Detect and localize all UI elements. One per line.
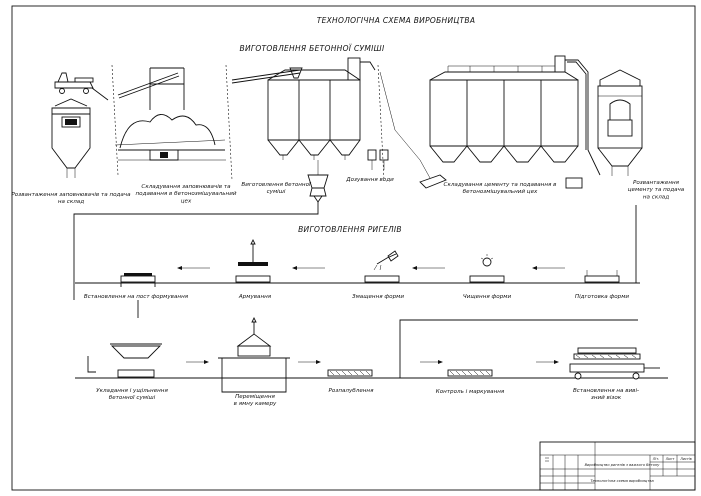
arrow-bottom-1 <box>186 360 209 364</box>
transport-cart-icon <box>569 347 660 380</box>
page-title: ТЕХНОЛОГІЧНА СХЕМА ВИРОБНИЦТВА <box>317 16 476 25</box>
arrow-middle-2 <box>292 266 325 270</box>
divider-2 <box>225 64 233 181</box>
reinforcement-icon <box>235 238 271 283</box>
cement-silo-icon <box>597 69 643 176</box>
stamp-col-sheet: Лист <box>665 457 676 461</box>
label-reinforcement: Армування <box>238 294 272 300</box>
stamp-col-lit: Літ. <box>652 457 660 461</box>
divider-1 <box>111 64 119 176</box>
label-water-dosing: Дозування води <box>345 177 394 183</box>
section-title-rigel: ВИГОТОВЛЕННЯ РИГЕЛІВ <box>298 225 402 234</box>
stamp-col-sheets: Листів <box>679 457 692 461</box>
concrete-mixer-icon <box>307 160 329 203</box>
arrow-middle-3 <box>412 266 445 270</box>
cement-pump-icon <box>565 177 583 189</box>
label-demould: Розпалублення <box>329 388 375 394</box>
mixer-silos-icon <box>267 57 376 160</box>
aggregate-warehouse-icon <box>114 67 226 161</box>
water-dosing-icon <box>367 149 389 170</box>
stamp-block <box>539 441 696 491</box>
demould-icon <box>327 369 373 377</box>
label-control: Контроль і маркування <box>436 389 505 395</box>
label-mould-prep: Підготовка форми <box>575 294 630 300</box>
sheet-border <box>11 5 696 491</box>
flow-line-bottom-return <box>399 319 638 378</box>
label-mould-install: Встановлення на пост формування <box>84 294 189 300</box>
mould-prep-icon <box>584 270 620 283</box>
arrow-bottom-2 <box>298 360 321 364</box>
arrow-bottom-3 <box>420 360 443 364</box>
aggregate-bin-icon <box>51 98 91 178</box>
label-mould-lube: Змащення форми <box>352 294 404 300</box>
arrow-middle-1 <box>177 266 210 270</box>
conveyor-2 <box>231 69 301 81</box>
steam-chamber-icon <box>218 316 290 393</box>
label-warehouse: Встановлення на виві-зний візок <box>573 388 639 401</box>
mould-install-icon <box>120 273 156 287</box>
stamp-doc-desc: Виробництво ригелів з важкого бетону <box>585 463 661 467</box>
stamp-doc-title: Технологічна схема виробництва <box>590 479 653 483</box>
flow-line-mixer <box>73 202 319 300</box>
conveyor-1 <box>117 72 179 96</box>
truck-icon <box>54 72 109 101</box>
cement-silos-icon <box>429 55 601 176</box>
label-mould-clean: Чищення форми <box>463 294 512 300</box>
concrete-lay-icon <box>110 343 162 378</box>
section-title-concrete: ВИГОТОВЛЕННЯ БЕТОННОЇ СУМІШІ <box>240 44 385 53</box>
divider-3 <box>377 64 385 181</box>
flow-line-bottom-left <box>87 356 96 373</box>
mould-lube-icon <box>364 250 400 283</box>
screw-conveyor-icon <box>419 174 447 189</box>
arrow-bottom-4 <box>536 360 559 364</box>
control-icon <box>447 369 493 377</box>
arrow-middle-4 <box>532 266 565 270</box>
mould-clean-icon <box>469 254 505 283</box>
